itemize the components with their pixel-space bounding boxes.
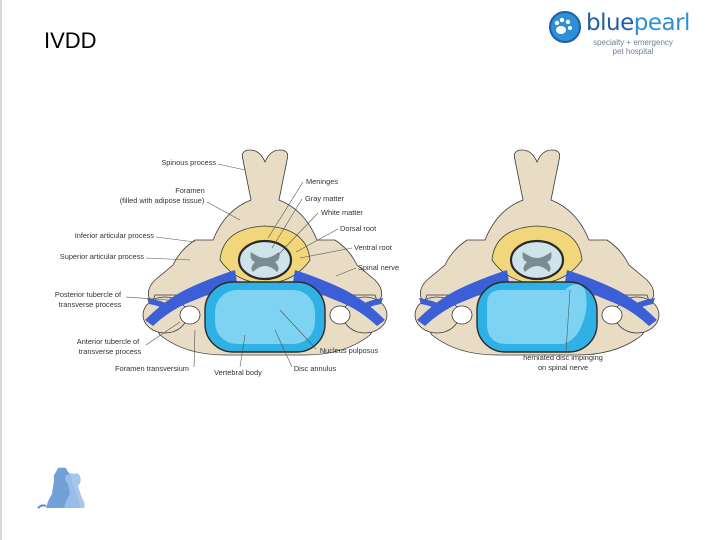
label-white-matter: White matter bbox=[321, 208, 363, 217]
logo-wordmark: bluepearl bbox=[586, 10, 690, 36]
label-anterior-tubercle-2: transverse process bbox=[79, 347, 142, 356]
herniated-vertebra bbox=[413, 148, 661, 357]
label-nucleus-pulposus: Nucleus pulposus bbox=[320, 346, 379, 355]
leader-lines bbox=[125, 163, 571, 368]
label-herniated-disc-2: on spinal nerve bbox=[538, 363, 588, 372]
label-anterior-tubercle: Anterior tubercle of bbox=[77, 337, 140, 346]
slide-title: IVDD bbox=[44, 28, 97, 53]
label-disc-annulus: Disc annulus bbox=[294, 364, 337, 373]
label-foramen: Foramen bbox=[175, 186, 205, 195]
label-superior-articular-process: Superior articular process bbox=[60, 252, 145, 261]
dog-cat-silhouette-icon bbox=[37, 467, 85, 509]
label-foramen-detail: (filled with adipose tissue) bbox=[120, 196, 205, 205]
label-posterior-tubercle-2: transverse process bbox=[59, 300, 122, 309]
label-meninges: Meninges bbox=[306, 177, 338, 186]
label-vertebral-body: Vertebral body bbox=[214, 368, 262, 377]
logo-tagline: specialty + emergency pet hospital bbox=[593, 38, 673, 56]
label-foramen-transversium: Foramen transversium bbox=[115, 364, 189, 373]
slide-border bbox=[0, 0, 2, 540]
bluepearl-logo: bluepearl specialty + emergency pet hosp… bbox=[548, 8, 713, 58]
label-inferior-articular-process: Inferior articular process bbox=[75, 231, 155, 240]
label-gray-matter: Gray matter bbox=[305, 194, 345, 203]
label-spinous-process: Spinous process bbox=[161, 158, 216, 167]
label-ventral-root: Ventral root bbox=[354, 243, 392, 252]
pearl-paw-icon bbox=[549, 11, 581, 43]
label-dorsal-root: Dorsal root bbox=[340, 224, 376, 233]
label-herniated-disc: herniated disc impinging bbox=[523, 353, 603, 362]
label-posterior-tubercle: Posterior tubercle of bbox=[55, 290, 122, 299]
normal-vertebra bbox=[141, 148, 389, 357]
label-spinal-nerve: Spinal nerve bbox=[358, 263, 399, 272]
